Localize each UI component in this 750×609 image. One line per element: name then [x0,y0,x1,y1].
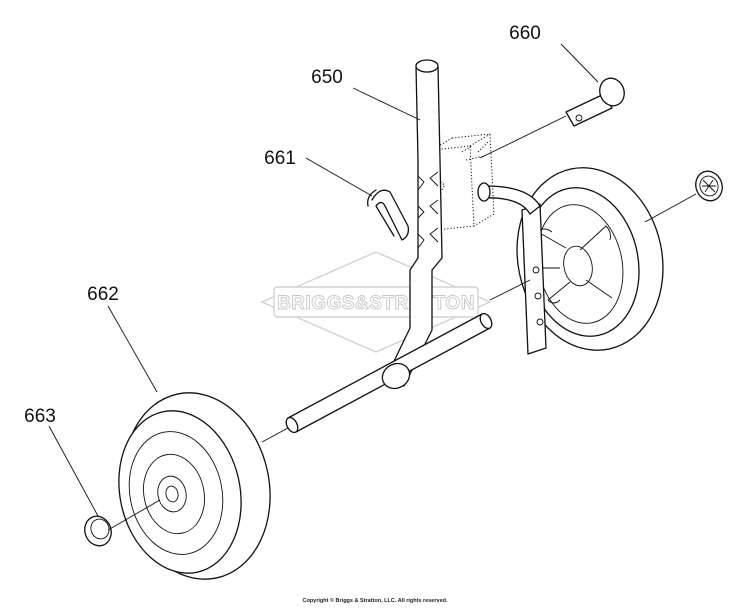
part-661-clip [367,189,410,241]
callout-660: 660 [509,23,541,44]
callout-650: 650 [311,67,343,88]
assembly-lines [107,115,697,531]
right-hub-nut [695,170,723,202]
part-663-hubcap [84,515,112,547]
part-662-wheel [118,392,271,580]
watermark-text: BRIGGS&STRATTON [277,293,475,314]
copyright-notice: Copyright © Briggs & Stratton, LLC. All … [302,598,448,604]
callout-labels: 660 650 661 662 663 [24,23,541,427]
right-axle-bracket [477,182,547,355]
callout-661: 661 [264,148,296,169]
cross-axle [285,312,493,434]
callout-662: 662 [87,284,119,305]
part-650-handle [383,59,443,387]
part-660-pin [565,77,625,127]
callout-leaders [48,43,599,517]
callout-663: 663 [24,406,56,427]
right-wheel [516,167,664,351]
